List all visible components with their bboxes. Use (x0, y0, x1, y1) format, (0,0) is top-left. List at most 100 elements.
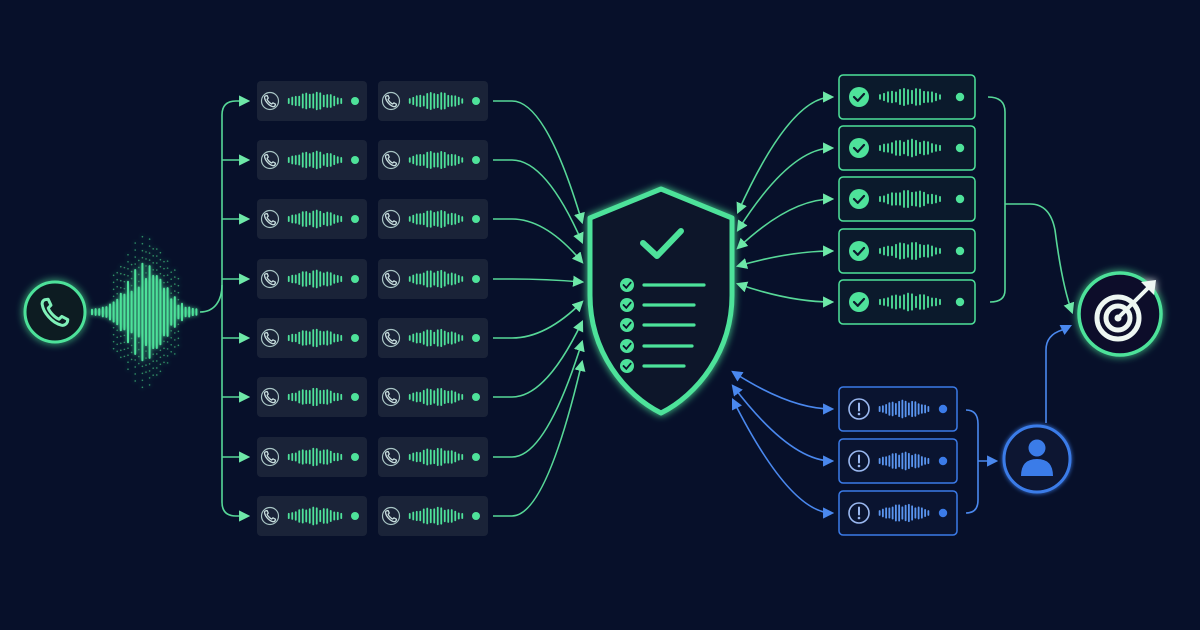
waveform-dot (177, 330, 180, 333)
phone-icon-ring (260, 269, 280, 289)
audio-segment-card (257, 496, 367, 536)
status-dot (351, 275, 359, 283)
audio-segment-card (257, 81, 367, 121)
waveform-dot (141, 235, 144, 238)
diagram-nodes (23, 74, 1163, 536)
waveform-dot (174, 269, 176, 271)
audio-segment-card (378, 437, 488, 477)
status-dot (351, 512, 359, 520)
waveform-dot (123, 355, 126, 358)
waveform-dot (120, 349, 122, 352)
phone-icon (263, 212, 277, 226)
waveform-dot (163, 267, 165, 270)
exclamation-dot (857, 412, 861, 416)
check-mark (622, 362, 632, 371)
check-mark (622, 321, 632, 330)
waveform-dot (123, 266, 126, 269)
waveform-dot (123, 287, 126, 290)
target-arrow-icon (1094, 280, 1156, 342)
exclamation-dot (857, 516, 861, 520)
phone-icon-ring (260, 91, 280, 111)
waveform-dot (148, 238, 151, 240)
link-to-shield (493, 339, 585, 458)
waveform-dot (127, 274, 129, 277)
user-head (1028, 439, 1046, 457)
waveform-dot (152, 353, 154, 355)
waveform-dot (145, 357, 147, 359)
status-dot (472, 156, 480, 164)
status-dot (351, 156, 359, 164)
waveform-dot (163, 340, 165, 343)
status-dot (472, 512, 480, 520)
card-bg (257, 140, 367, 180)
audio-waveform (879, 242, 941, 260)
card-bg (378, 318, 488, 358)
card-bg (378, 259, 488, 299)
waveform-dot (120, 272, 122, 275)
phone-icon-ring (381, 91, 401, 111)
waveform-dot (163, 361, 165, 364)
phone-icon (384, 212, 398, 226)
status-dot (351, 453, 359, 461)
shield-checklist-icon (587, 186, 735, 416)
link-to-shield (493, 218, 584, 264)
waveform-dot (156, 360, 158, 362)
waveform-dot (112, 340, 115, 343)
waveform-dot (170, 344, 172, 346)
waveform-dot (148, 370, 151, 372)
waveform-dot (148, 245, 151, 247)
link-to-shield (493, 300, 584, 339)
waveform-dot (177, 284, 180, 287)
waveform-dot (156, 262, 158, 264)
phone-icon-ring (381, 328, 401, 348)
card-bg (378, 140, 488, 180)
waveform-dot (120, 335, 122, 338)
waveform-dot (130, 358, 133, 361)
waveform-dot (112, 295, 115, 298)
audio-waveform (408, 506, 464, 526)
target-node (1077, 271, 1163, 357)
waveform-dot (159, 251, 162, 254)
waveform-dot (145, 371, 147, 373)
waveform-dot (166, 274, 169, 276)
approved-segment-card (838, 279, 976, 325)
audio-waveform (287, 209, 343, 229)
phone-source-ring (23, 280, 87, 344)
waveform-dot (127, 368, 129, 371)
waveform-dot (166, 281, 169, 283)
waveform-dot (163, 274, 165, 277)
waveform-dot (134, 263, 136, 265)
phone-icon (263, 272, 277, 286)
waveform-dot (116, 336, 118, 339)
phone-icon-ring (381, 447, 401, 467)
waveform-dot (112, 281, 115, 284)
waveform-dot (112, 288, 115, 291)
check-mark (622, 301, 632, 310)
check-circle-icon (849, 138, 869, 158)
waveform-dot (138, 341, 140, 344)
link-to-shield (493, 275, 585, 287)
approved-segment-card (838, 74, 976, 120)
status-dot (472, 215, 480, 223)
card-bg (257, 318, 367, 358)
link-to-shield (493, 359, 586, 517)
waveform-dot (141, 386, 144, 389)
exclamation-dot (857, 464, 861, 468)
waveform-dot (174, 283, 176, 285)
waveform-dot (116, 271, 118, 274)
status-dot (351, 215, 359, 223)
waveform-dot (138, 362, 140, 365)
waveform-dot (145, 251, 147, 253)
card-bg (257, 437, 367, 477)
approved-segment-card (838, 228, 976, 274)
audio-waveform (408, 447, 464, 467)
audio-segment-card (378, 81, 488, 121)
target-outer (1094, 294, 1142, 342)
status-dot (472, 275, 480, 283)
check-circle-icon (849, 241, 869, 261)
card-bg (838, 74, 976, 120)
phone-icon (384, 153, 398, 167)
waveform-dot (177, 277, 180, 280)
waveform-dot (174, 290, 176, 292)
waveform-dot (152, 360, 154, 362)
